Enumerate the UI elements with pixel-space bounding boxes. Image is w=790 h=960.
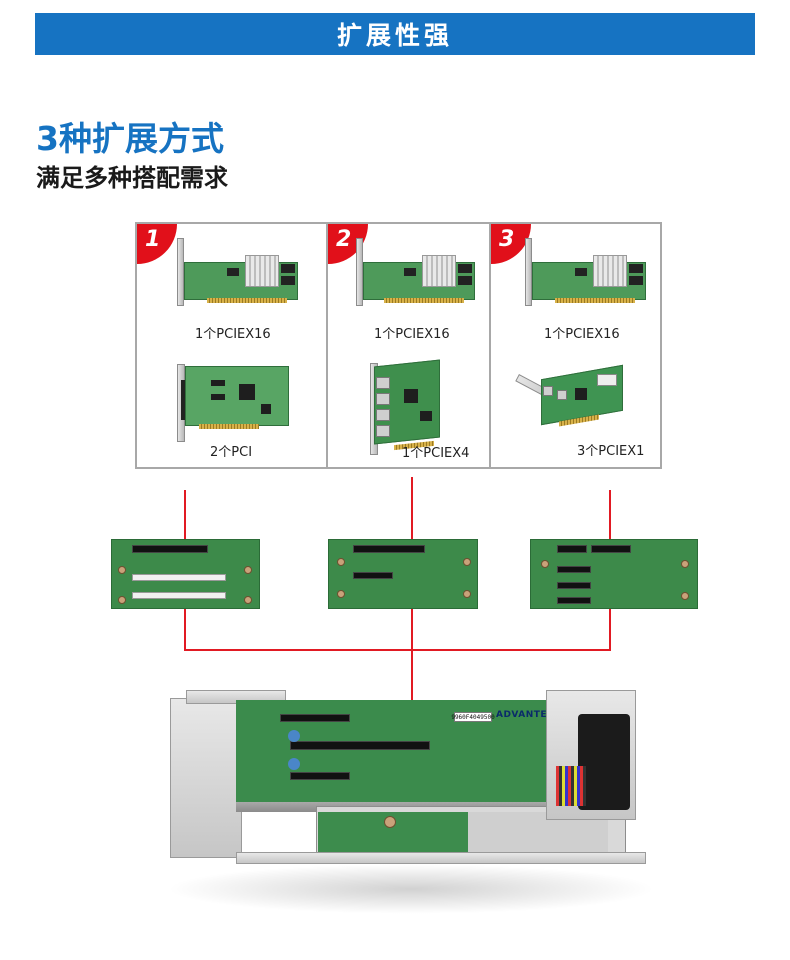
- pciex4-card-image: [364, 359, 444, 459]
- divider: [326, 224, 328, 467]
- expansion-options-panel: 1 1个PCIEX16 2个PCI 2: [135, 222, 662, 469]
- connector-line: [411, 608, 413, 708]
- option-badge: 1: [137, 224, 177, 264]
- chassis-image: ADVANTECH 9960F4049500: [166, 686, 656, 936]
- pciex16-card-image: [177, 238, 305, 306]
- section-banner: 扩展性强: [35, 13, 755, 55]
- pciex1-card-image: [515, 364, 631, 442]
- option-top-caption: 1个PCIEX16: [195, 327, 271, 342]
- banner-title: 扩展性强: [336, 21, 453, 50]
- riser-board-3: [530, 539, 698, 609]
- headline: 3种扩展方式: [36, 119, 224, 158]
- riser-board-2: [328, 539, 478, 609]
- pciex16-card-image: [525, 238, 653, 306]
- option-top-caption: 1个PCIEX16: [544, 327, 620, 342]
- pci-card-image: [177, 364, 291, 444]
- connector-line: [609, 490, 611, 540]
- option-2: 2 1个PCIEX16 1个PCIEX4: [328, 224, 489, 467]
- serial-label: 9960F4049500: [451, 712, 495, 722]
- option-1: 1 1个PCIEX16 2个PCI: [137, 224, 326, 467]
- connector-line: [184, 490, 186, 540]
- brand-label: ADVANTECH: [496, 710, 563, 720]
- option-bottom-caption: 1个PCIEX4: [402, 446, 470, 461]
- option-top-caption: 1个PCIEX16: [374, 327, 450, 342]
- connector-line: [184, 608, 186, 650]
- subheadline: 满足多种搭配需求: [36, 164, 228, 192]
- connector-line: [411, 477, 413, 539]
- option-bottom-caption: 2个PCI: [210, 445, 253, 460]
- option-3: 3 1个PCIEX16 3个PCIEX1: [491, 224, 660, 467]
- riser-board-1: [111, 539, 260, 609]
- option-badge: 3: [491, 224, 531, 264]
- connector-line: [184, 649, 611, 651]
- connector-line: [609, 608, 611, 650]
- option-bottom-caption: 3个PCIEX1: [577, 444, 645, 459]
- pciex16-card-image: [356, 238, 482, 306]
- divider: [489, 224, 491, 467]
